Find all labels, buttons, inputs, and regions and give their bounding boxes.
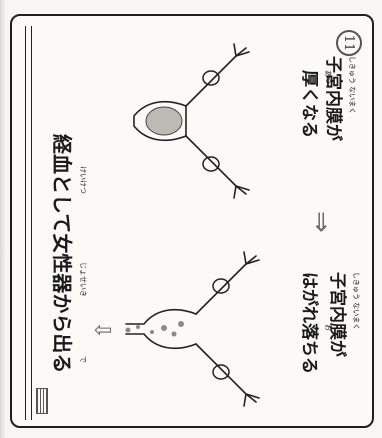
slide-control-button — [36, 388, 48, 414]
arrow-down-icon: ⇩ — [89, 321, 114, 340]
step2-line2-text: はがれ落ちる — [299, 272, 319, 374]
right-ovary — [202, 156, 220, 172]
step2-line2: おはがれ落ちる — [299, 272, 332, 374]
left-tube-2 — [195, 263, 247, 315]
arrow-right-icon: ⇒ — [306, 211, 336, 233]
step3-ruby-de: で — [79, 356, 87, 363]
step1-line2-text: 厚くなる — [299, 70, 319, 138]
slide-content: 11 しきゅう ないまく子宮内膜が あつ厚くなる ⇒ しきゅう ないまく子宮内膜… — [12, 16, 372, 426]
uterus-thick-diagram — [133, 43, 250, 199]
step1-line2: あつ厚くなる — [299, 70, 332, 138]
step2-line1: しきゅう ないまく子宮内膜が — [327, 272, 360, 357]
uterus-body — [133, 100, 187, 142]
slide-number-badge: 11 — [336, 30, 362, 56]
step1-line1: しきゅう ないまく子宮内膜が — [323, 56, 356, 141]
step3-text: けいけつじょせいきで経血として女性器から出る — [49, 134, 87, 374]
slide-frame: 11 しきゅう ないまく子宮内膜が あつ厚くなる ⇒ しきゅう ないまく子宮内膜… — [10, 14, 374, 428]
uterus-body-2 — [125, 308, 197, 350]
left-ovary-2 — [212, 278, 230, 294]
step3-ruby-josei: じょせいき — [79, 262, 87, 297]
bottom-rule-2 — [25, 26, 26, 420]
left-fimbria-2 — [243, 251, 260, 265]
step3-ruby-keiketsu: けいけつ — [79, 166, 87, 194]
right-tube-2 — [195, 343, 247, 395]
right-fimbria — [233, 185, 250, 199]
thick-endometrium — [145, 106, 183, 136]
shedding-particles — [125, 321, 184, 337]
step1-line1-text: 子宮内膜が — [323, 56, 343, 141]
step3-main: 経血として女性器から出る — [50, 134, 74, 374]
step1-line2-ruby: あつ — [324, 70, 332, 84]
right-fimbria-2 — [243, 393, 260, 407]
uterus-shedding-diagram — [125, 251, 260, 407]
right-ovary-2 — [212, 364, 230, 380]
left-tube — [185, 55, 237, 107]
step1-line1-ruby: しきゅう ないまく — [348, 56, 356, 115]
left-fimbria — [233, 43, 250, 57]
scan-edge-shadow — [0, 0, 6, 438]
right-tube — [185, 135, 237, 187]
step2-line2-ruby: お — [324, 324, 332, 331]
step2-line1-ruby: しきゅう ないまく — [352, 272, 360, 331]
step2-line1-text: 子宮内膜が — [327, 272, 347, 357]
left-ovary — [202, 70, 220, 86]
bottom-rule — [31, 26, 32, 420]
